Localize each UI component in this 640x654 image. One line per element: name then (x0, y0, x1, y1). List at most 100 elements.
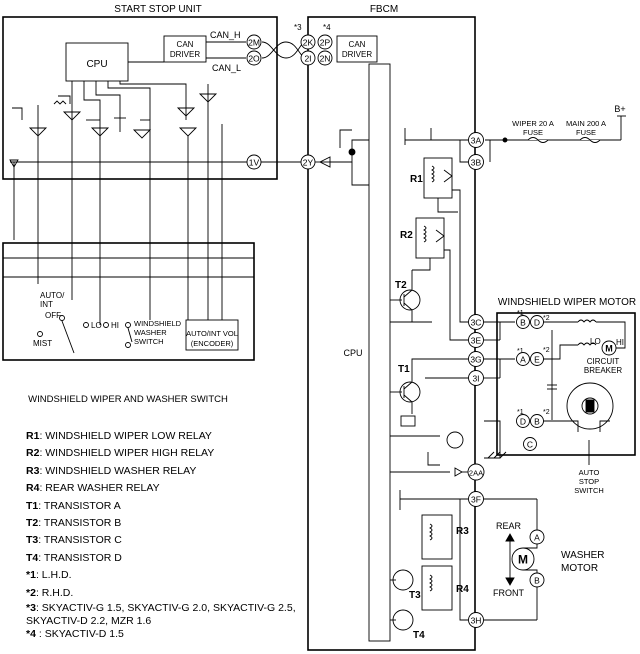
auto-stop-label-2: STOP (579, 477, 599, 486)
fbcm-can-terminals: 2K 2P 2I 2N (300, 34, 333, 66)
switch-title: WINDSHIELD WIPER AND WASHER SWITCH (28, 394, 228, 405)
ssu-can-driver-box (163, 35, 207, 63)
can-twisted-pair-l (261, 41, 307, 59)
motor-terminal-C: C (527, 440, 533, 450)
ssu-ground-icon (9, 159, 19, 168)
note2-marker-upper: *2 (543, 315, 550, 322)
legend-row-r1: R1: WINDSHIELD WIPER LOW RELAY (26, 430, 212, 442)
relay-r1 (423, 157, 453, 199)
note1-marker-upper: *1 (517, 310, 524, 317)
t3-label: T3 (409, 590, 421, 601)
note2-marker-mid: *2 (543, 347, 550, 354)
wiper-fuse-icon (527, 137, 549, 143)
wiper-motor-choke-lo-icon (577, 342, 597, 346)
motor-terminal-D2: D (520, 417, 526, 427)
switch-hi-label: HI (111, 321, 119, 330)
note2-marker-lower: *2 (543, 409, 550, 416)
note1-marker-mid: *1 (517, 348, 524, 355)
relay-r4 (421, 565, 453, 611)
motor-terminal-B1: B (520, 318, 526, 328)
terminal-3E: 3E (471, 336, 482, 346)
wiper-motor-m-icon (601, 340, 617, 356)
terminal-3H: 3H (471, 616, 482, 626)
washer-rear-label: REAR (496, 521, 522, 531)
terminal-3C: 3C (471, 318, 482, 328)
r3-label: R3 (456, 526, 469, 537)
encoder-label-2: (ENCODER) (191, 339, 234, 348)
wiper-fuse-label-2: FUSE (523, 128, 543, 137)
t2-label: T2 (395, 280, 407, 291)
washer-terminal-B: B (534, 576, 540, 586)
switch-box (2, 242, 255, 361)
terminal-2I: 2I (304, 54, 311, 64)
wiper-motor-terminals: B D A E D B C (516, 315, 544, 451)
legend-row-t4: T4: TRANSISTOR D (26, 551, 122, 564)
ssu-cpu-label: CPU (86, 59, 107, 70)
transistor-t1-icon (399, 381, 421, 403)
switch-lo-label: LO (91, 321, 102, 330)
fbcm-title: FBCM (370, 4, 398, 15)
circuit-breaker-label-1: CIRCUIT (587, 357, 620, 366)
motor-lo-label: LO (590, 337, 601, 346)
legend-row-note1: *1: L.H.D. (26, 569, 72, 582)
terminal-3I: 3I (472, 374, 479, 384)
legend: R1: WINDSHIELD WIPER LOW RELAY R2: WINDS… (26, 428, 296, 641)
washer-switch-label-2: WASHER (134, 328, 167, 337)
fbcm-cpu-label: CPU (343, 348, 362, 358)
wiper-motor-choke-hi-icon (577, 319, 597, 323)
terminal-2N: 2N (320, 54, 331, 64)
switch-auto-int-label-1: AUTO/ (40, 291, 65, 300)
start-stop-unit-title: START STOP UNIT (114, 4, 201, 15)
main-fuse-label-2: FUSE (576, 128, 596, 137)
switch-auto-int-label-2: INT (40, 300, 53, 309)
washer-switch-label-1: WINDSHIELD (134, 319, 182, 328)
wiper-motor-box (496, 312, 636, 456)
relay-r2-coil-icon (422, 225, 427, 243)
motor-terminal-E: E (534, 355, 540, 365)
legend-row-t1: T1: TRANSISTOR A (26, 499, 121, 512)
terminal-3G: 3G (470, 355, 481, 365)
legend-row-r4: R4: REAR WASHER RELAY (26, 482, 160, 495)
ssu-can-driver-label-1: CAN (177, 40, 194, 49)
transistor-t2-icon (399, 289, 421, 311)
fbcm-right-terminals: 3A 3B 3C 3E 3G 3I 2AA 3F 3H (467, 132, 485, 628)
circuit-breaker-label-2: BREAKER (584, 366, 622, 375)
relay-r1-coil-icon (430, 165, 435, 183)
relay-r3-coil-icon (428, 523, 433, 541)
fbcm-can-driver-label-2: DRIVER (342, 50, 372, 59)
fbcm-chip-icon (400, 415, 416, 427)
terminal-2M: 2M (248, 38, 260, 48)
washer-motor-m-label: M (518, 553, 528, 567)
note1-marker-lower: *1 (517, 409, 524, 416)
terminal-3F: 3F (471, 495, 481, 505)
relay-r4-coil-icon (428, 574, 433, 592)
terminal-1V: 1V (249, 158, 260, 168)
terminal-2Y: 2Y (303, 158, 314, 168)
legend-row-note4: *4 : SKYACTIV-D 1.5 (26, 628, 124, 641)
note3-marker: *3 (294, 23, 302, 32)
terminal-2P: 2P (320, 38, 331, 48)
relay-r3 (421, 514, 453, 560)
auto-stop-label-3: SWITCH (574, 486, 604, 495)
wiper-motor-m-label: M (605, 344, 613, 354)
fbcm-cpu-bar (368, 63, 391, 642)
terminal-2K: 2K (303, 38, 314, 48)
encoder-label-1: AUTO/INT VOL (186, 329, 238, 338)
washer-front-label: FRONT (493, 588, 524, 598)
legend-row-t3: T3: TRANSISTOR C (26, 534, 122, 547)
terminal-2AA: 2AA (469, 469, 483, 478)
legend-row-t2: T2: TRANSISTOR B (26, 517, 122, 530)
note4-marker: *4 (323, 23, 331, 32)
switch-off-label: OFF (45, 311, 61, 320)
terminal-2O: 2O (248, 54, 260, 64)
t4-label: T4 (413, 630, 425, 641)
relay-r2 (415, 217, 445, 259)
r2-label: R2 (400, 230, 413, 241)
fbcm-mosfet-icon (446, 431, 464, 449)
main-fuse-icon (579, 137, 601, 143)
washer-terminal-A: A (534, 533, 540, 543)
washer-switch-label-3: SWITCH (134, 337, 164, 346)
auto-stop-label-1: AUTO (579, 468, 600, 477)
